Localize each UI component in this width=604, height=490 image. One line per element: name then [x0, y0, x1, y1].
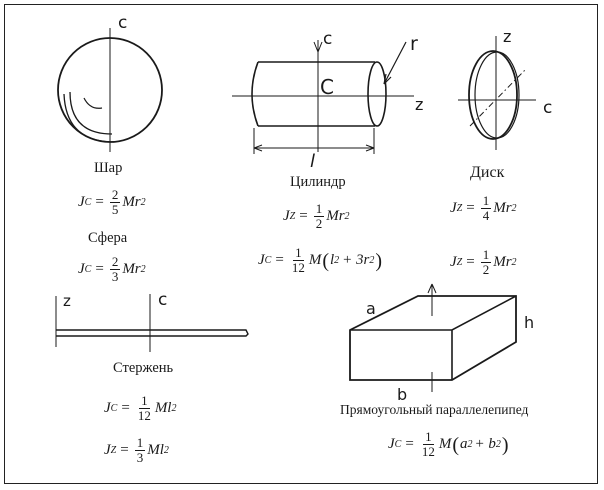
- cylinder-z-axis-label: z: [415, 95, 423, 114]
- sphere-shell-caption: Сфера: [88, 230, 128, 246]
- disk-drawing: z c: [458, 27, 552, 150]
- box-b-label: b: [397, 385, 407, 404]
- cylinder-length-label: l: [310, 151, 315, 172]
- sphere-ball-caption: Шар: [94, 160, 123, 176]
- cylinder-c-axis-label: c: [323, 29, 332, 49]
- box-drawing: a b h: [349, 283, 534, 404]
- rod-drawing: z c: [55, 290, 249, 352]
- cylinder-radius-label: r: [410, 33, 418, 55]
- diagram-frame: [4, 4, 598, 484]
- box-h-label: h: [524, 313, 534, 332]
- box-caption: Прямоугольный параллелепипед: [340, 402, 529, 417]
- rod-caption: Стержень: [113, 360, 174, 376]
- rod-z-axis-label: z: [63, 292, 71, 310]
- disk-z-axis-label: z: [503, 27, 511, 46]
- sphere-axis-label: c: [118, 13, 127, 33]
- disk-caption: Диск: [470, 164, 505, 181]
- cylinder-caption: Цилиндр: [290, 174, 346, 190]
- sphere-drawing: c: [57, 13, 163, 152]
- box-a-label: a: [366, 299, 376, 318]
- cylinder-center-label: C: [320, 75, 334, 99]
- disk-c-axis-label: c: [543, 98, 552, 118]
- cylinder-drawing: c z r C l: [232, 29, 423, 172]
- rod-c-axis-label: c: [158, 290, 167, 310]
